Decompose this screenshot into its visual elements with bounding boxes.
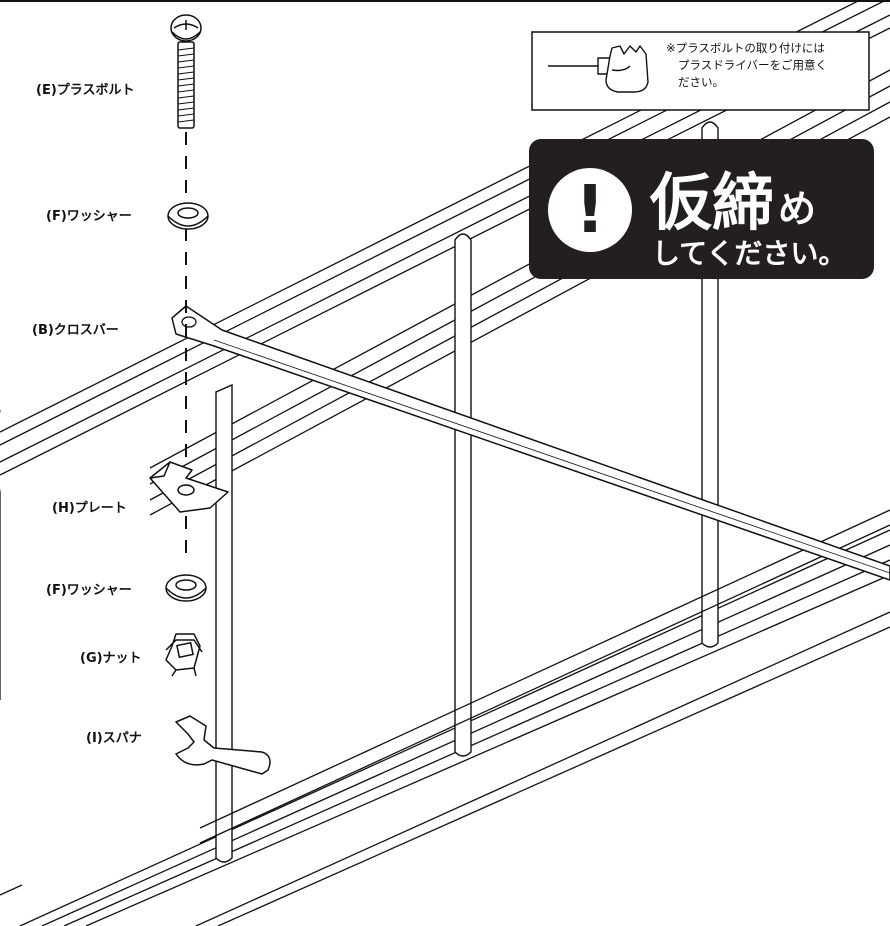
bolt-head-rim [171,31,201,40]
front-rail-2 [199,524,890,844]
lower-rail-stub [0,884,23,896]
front-rails [199,509,890,844]
crossbar-edge [213,339,890,574]
spanner [175,715,271,775]
upper-rail-5 [149,69,890,469]
screwdriver-note: ※プラスボルトの取り付けには プラスドライバーをご用意く ださい。 [531,31,870,111]
bolt-threads [177,47,195,123]
front-rail-1 [199,509,890,829]
washer-top-rim [167,215,209,227]
note-box [531,31,870,111]
spanner-body [175,715,271,775]
crossbar-body [171,305,890,581]
label-washer-bottom: (F)ワッシャー [46,583,132,598]
washer-bottom-rim [165,587,207,599]
washer-bottom-hole [175,579,197,591]
badge-title-big: 仮締 [649,166,774,239]
exclamation-icon [548,168,632,252]
note-line-1: ※プラスボルトの取り付けには [666,41,825,55]
lower-rail-4 [85,574,890,926]
nut-top [165,639,203,653]
washer-top [167,202,209,230]
label-spanner: (I)スパナ [86,731,142,746]
plate [149,461,229,513]
post-middle [454,233,472,757]
nut-edge-2 [193,667,197,677]
label-crossbar: (B)クロスバー [32,323,119,338]
hand-thumb [611,65,631,72]
note-line-3: ださい。 [678,75,724,89]
badge-title-small: め [778,187,816,231]
crossbar-hole [181,316,197,328]
crossbar [171,305,890,581]
lower-rail-3 [63,559,890,926]
plate-hole [177,484,195,496]
label-bolt: (E)プラスボルト [36,82,135,98]
part-labels: (E)プラスボルト (F)ワッシャー (B)クロスバー (H)プレート (F)ワ… [32,82,142,746]
washer-top-hole [177,207,199,219]
warning-badge: ! 仮締 め してください。 [529,139,874,279]
nut-hole [176,641,194,659]
lower-rail-5 [195,611,890,926]
label-plate: (H)プレート [52,501,127,516]
lower-rail-6 [217,626,890,926]
exclamation-glyph: ! [575,171,605,248]
label-nut: (G)ナット [80,651,142,666]
nut [165,633,203,677]
plate-fold [149,461,171,479]
bolt [170,14,202,129]
screwdriver-hand-icon [548,45,649,93]
nut-edge-1 [171,669,177,677]
badge-subtitle: してください。 [652,237,846,270]
badge-background [529,139,874,279]
post-left [215,383,233,863]
note-line-2: プラスドライバーをご用意く [678,58,827,72]
label-washer-top: (F)ワッシャー [46,209,132,224]
washer-bottom [165,574,207,602]
